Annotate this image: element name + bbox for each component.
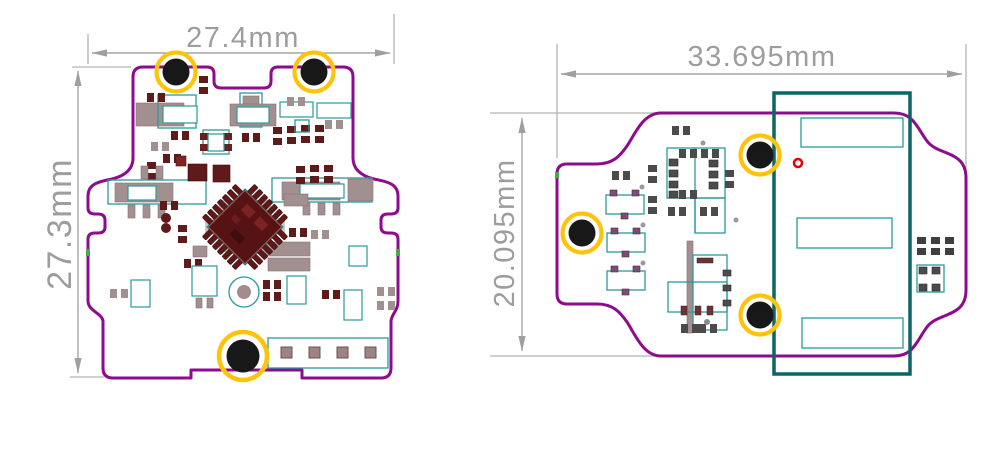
bottom-connector-footprint xyxy=(267,337,389,369)
dimension-label: 20.095mm xyxy=(489,158,521,307)
usb-connector-outline xyxy=(772,91,912,376)
dimension-label: 27.4mm xyxy=(186,22,300,54)
right-board-height-dimension: 20.095mm xyxy=(489,112,700,357)
layer-tick xyxy=(555,172,559,178)
main-ic-icon xyxy=(201,183,289,271)
right-board-outline xyxy=(555,111,968,358)
left-board xyxy=(86,53,400,381)
connector-slot xyxy=(796,217,893,249)
origin-marker-icon xyxy=(792,157,804,169)
layer-tick xyxy=(396,249,400,256)
right-board xyxy=(555,91,968,376)
left-board-height-dimension: 27.3mm xyxy=(41,66,131,378)
right-board-width-dimension: 33.695mm xyxy=(556,41,967,174)
connector-slot xyxy=(801,317,904,349)
left-board-components xyxy=(107,76,395,321)
right-board-components xyxy=(605,126,954,334)
dimension-label: 33.695mm xyxy=(687,41,836,73)
dimension-label: 27.3mm xyxy=(41,158,79,290)
layer-tick xyxy=(86,249,90,256)
connector-slot xyxy=(800,117,904,148)
left-board-width-dimension: 27.4mm xyxy=(87,14,395,64)
